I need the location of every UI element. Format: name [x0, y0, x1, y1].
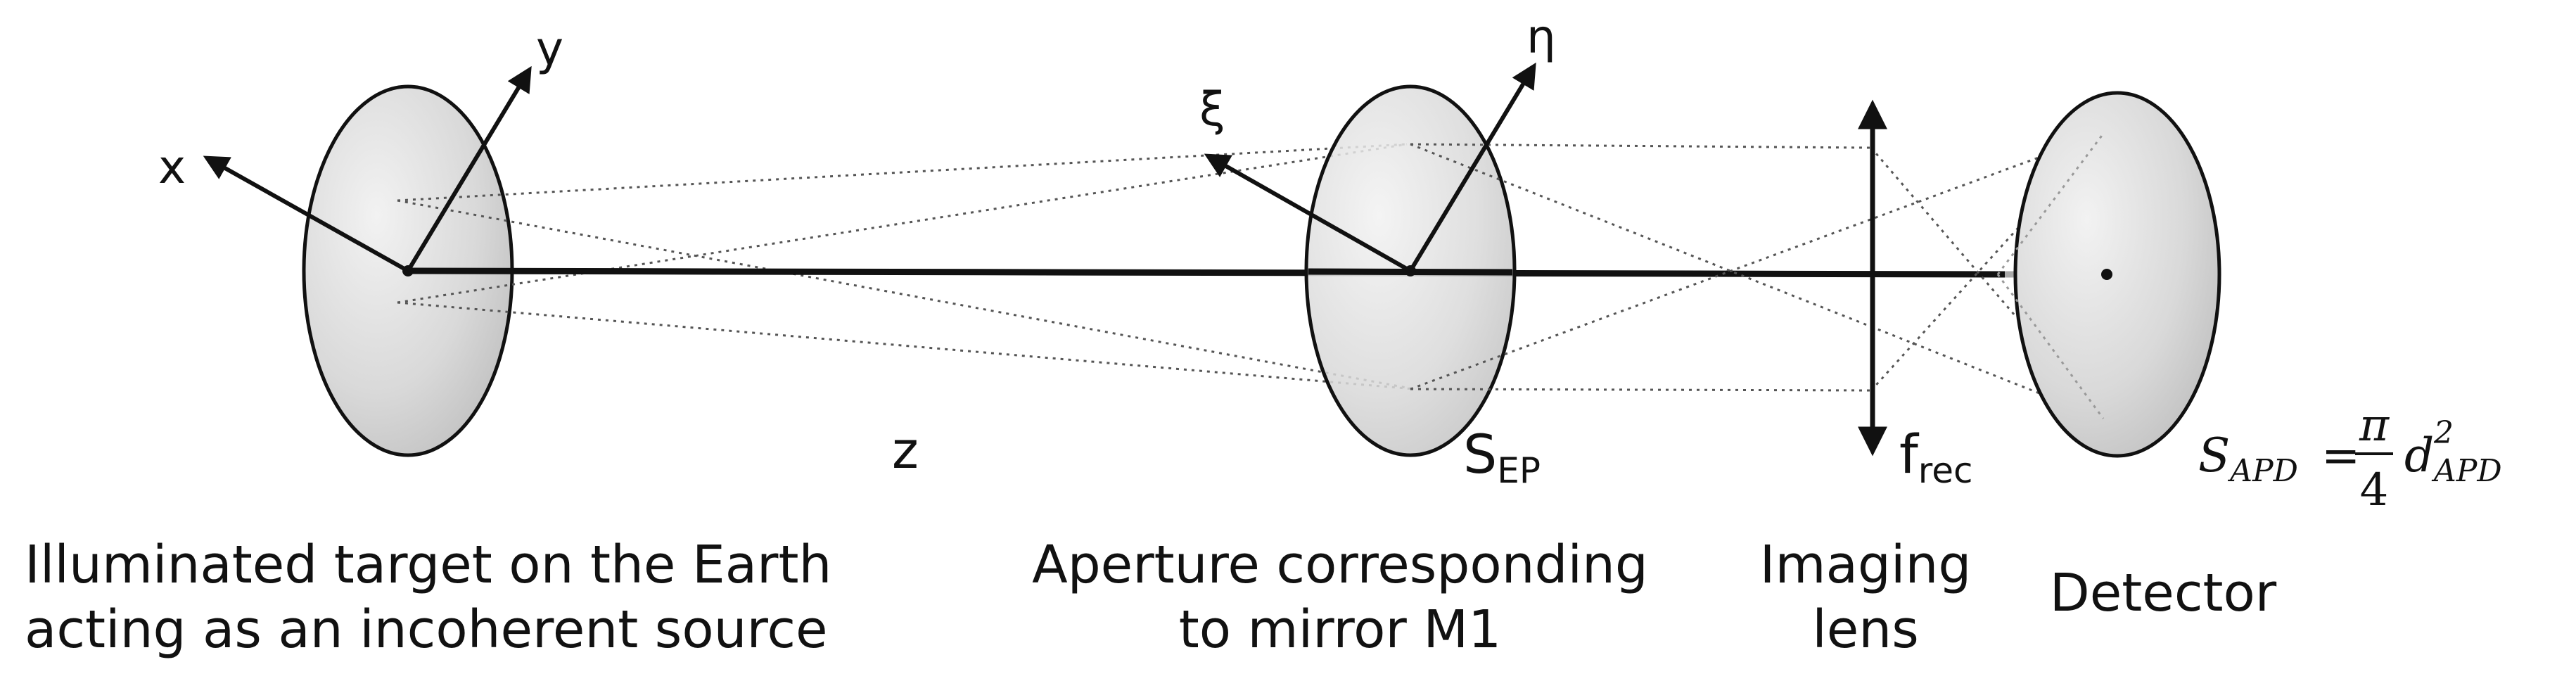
target-y-axis-arrow: [406, 65, 532, 272]
target-caption-line1: Illuminated target on the Earth: [25, 535, 831, 595]
aperture-eta-axis-arrow: [1408, 62, 1536, 272]
distance-z-label: z: [892, 421, 919, 480]
formula-equals: =: [2321, 428, 2360, 483]
svg-text:SAPD: SAPD: [2198, 428, 2298, 489]
aperture-caption-line2: to mirror M1: [1179, 599, 1502, 660]
aperture-caption-line1: Aperture corresponding: [1032, 535, 1648, 595]
y-axis-label: y: [536, 22, 563, 76]
lens-caption-line2: lens: [1812, 599, 1919, 660]
xi-axis-label: ξ: [1199, 82, 1225, 136]
svg-text:d: d: [2404, 428, 2434, 483]
formula-superscript: 2: [2433, 415, 2454, 451]
aperture-area-label: SEP: [1463, 423, 1541, 491]
detector-center-point: [2101, 269, 2112, 280]
target-caption-line2: acting as an incoherent source: [25, 599, 828, 660]
lens-caption-line1: Imaging: [1760, 535, 1972, 595]
target-x-axis-arrow: [203, 155, 409, 273]
x-axis-label: x: [158, 140, 186, 194]
eta-axis-label: η: [1526, 10, 1556, 64]
formula-lhs: S: [2198, 428, 2230, 483]
formula-denominator: 4: [2360, 464, 2389, 516]
aperture-xi-axis-arrow: [1204, 153, 1412, 273]
detector-area-formula: SAPD = π 4 d 2 APD: [2198, 400, 2502, 516]
detector-internal-rays: [1996, 133, 2105, 419]
formula-variable: d: [2404, 428, 2434, 483]
optical-axis: [407, 267, 2006, 278]
detector-disc: [2013, 91, 2221, 458]
source-rays: [397, 143, 1415, 390]
aperture-area-subscript: EP: [1497, 450, 1541, 491]
detector-caption: Detector: [2050, 563, 2277, 623]
formula-numerator: π: [2359, 400, 2390, 452]
formula-lhs-subscript: APD: [2227, 453, 2298, 489]
formula-variable-subscript: APD: [2431, 453, 2502, 489]
focal-length-subscript: rec: [1918, 450, 1973, 491]
focal-length-label: frec: [1899, 423, 1972, 491]
